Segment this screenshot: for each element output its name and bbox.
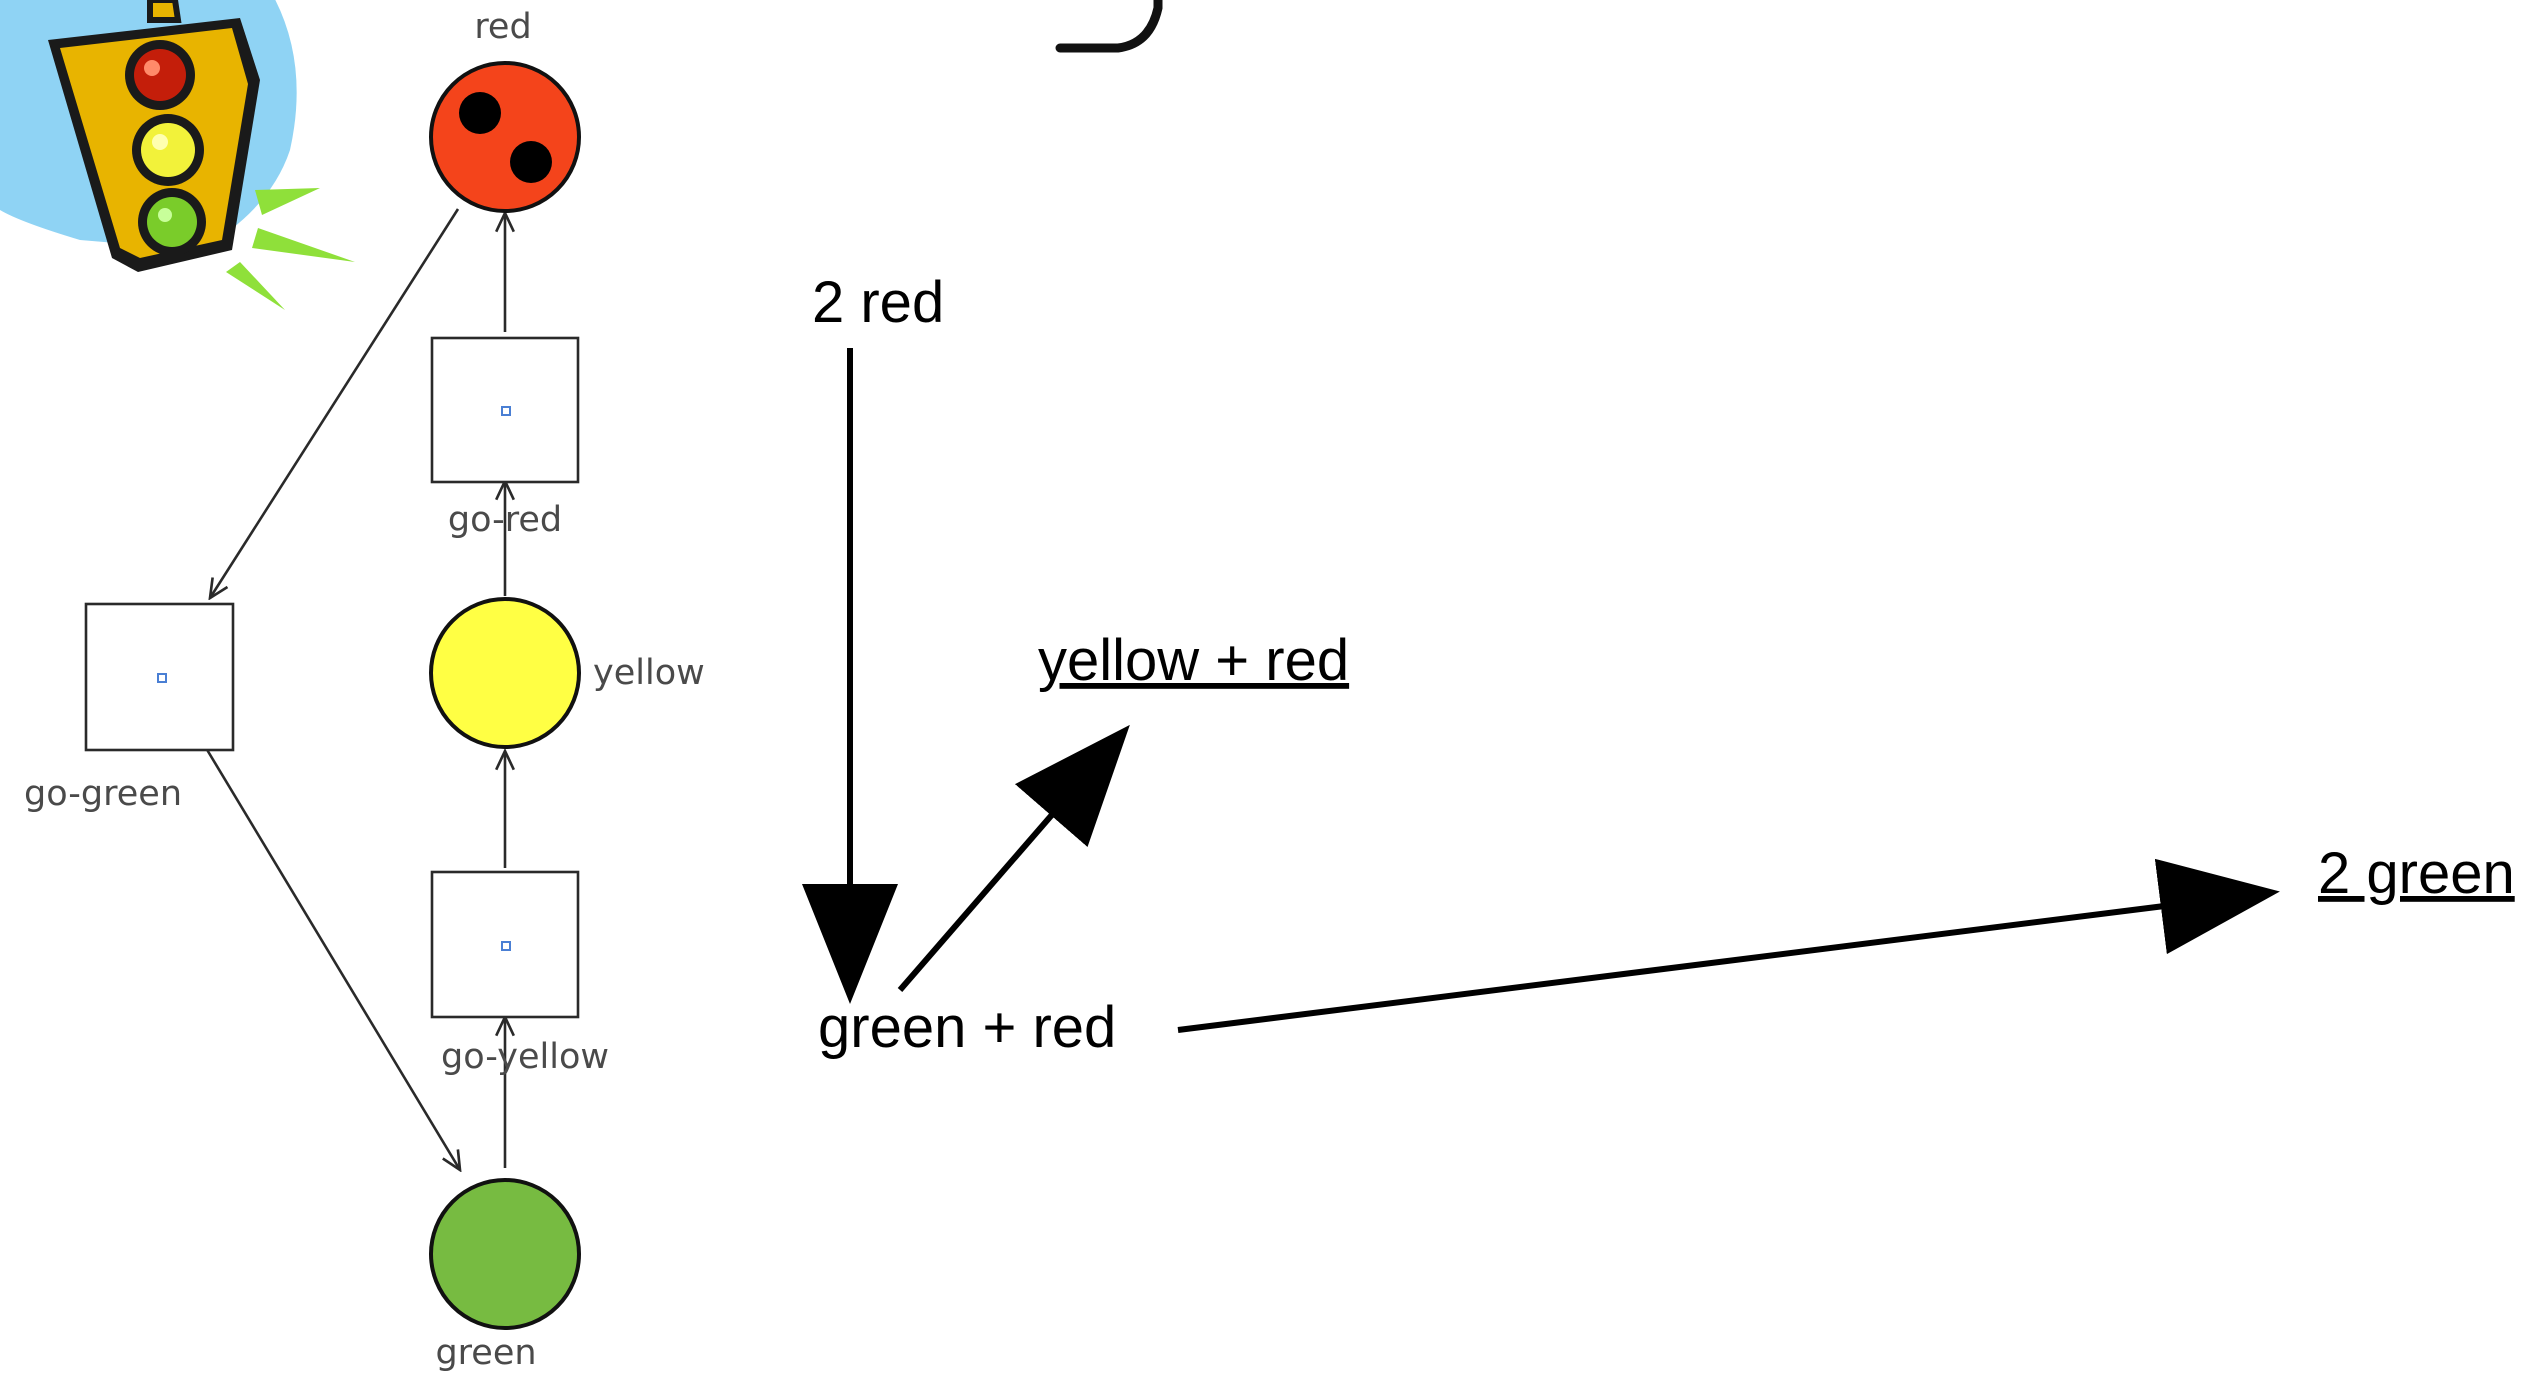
transition-go-red-box[interactable]	[430, 336, 580, 484]
transition-go-green-box[interactable]	[84, 602, 235, 752]
arc-go-green-to-green	[204, 747, 460, 1170]
title-glyph-fragment	[1055, 0, 1163, 53]
token-icon	[459, 92, 501, 134]
place-yellow-label: yellow	[593, 653, 705, 693]
edge-green-red-to-2green	[1177, 858, 2280, 1033]
green-lamp-icon	[147, 197, 197, 247]
ray-shape	[226, 262, 285, 310]
transition-go-green[interactable]: go-green	[24, 602, 235, 814]
place-green[interactable]: green	[429, 1178, 581, 1373]
transition-marker-icon	[501, 941, 511, 951]
state-green-red: green + red	[818, 995, 1116, 1060]
transition-marker-icon	[501, 406, 511, 416]
edge-green-red-to-yellow-red	[897, 724, 1130, 992]
ray-shape	[255, 188, 320, 215]
reachability-edges	[802, 348, 2280, 1033]
state-2-red: 2 red	[812, 270, 944, 335]
place-red-label: red	[474, 7, 531, 47]
transition-go-red[interactable]: go-red	[430, 336, 580, 540]
place-yellow[interactable]: yellow	[429, 597, 705, 749]
transition-go-green-label: go-green	[24, 774, 182, 814]
transition-marker-icon	[157, 673, 167, 683]
arc-red-to-go-green	[210, 208, 460, 598]
place-red-circle[interactable]	[429, 61, 581, 213]
place-yellow-circle[interactable]	[429, 597, 581, 749]
place-green-circle[interactable]	[429, 1178, 581, 1330]
state-yellow-red: yellow + red	[1038, 628, 1349, 693]
token-icon	[510, 141, 552, 183]
red-lamp-icon	[134, 49, 186, 101]
transition-go-yellow[interactable]: go-yellow	[430, 870, 609, 1077]
transition-go-red-label: go-red	[448, 500, 562, 540]
yellow-lamp-icon	[141, 123, 195, 177]
transition-go-yellow-label: go-yellow	[441, 1037, 609, 1077]
traffic-light-icon	[0, 0, 355, 310]
ray-shape	[252, 228, 355, 262]
transition-go-yellow-box[interactable]	[430, 870, 580, 1019]
state-2-green: 2 green	[2318, 841, 2515, 906]
place-red[interactable]: red	[429, 7, 581, 213]
petri-arcs	[204, 208, 505, 1170]
place-green-label: green	[435, 1333, 536, 1373]
